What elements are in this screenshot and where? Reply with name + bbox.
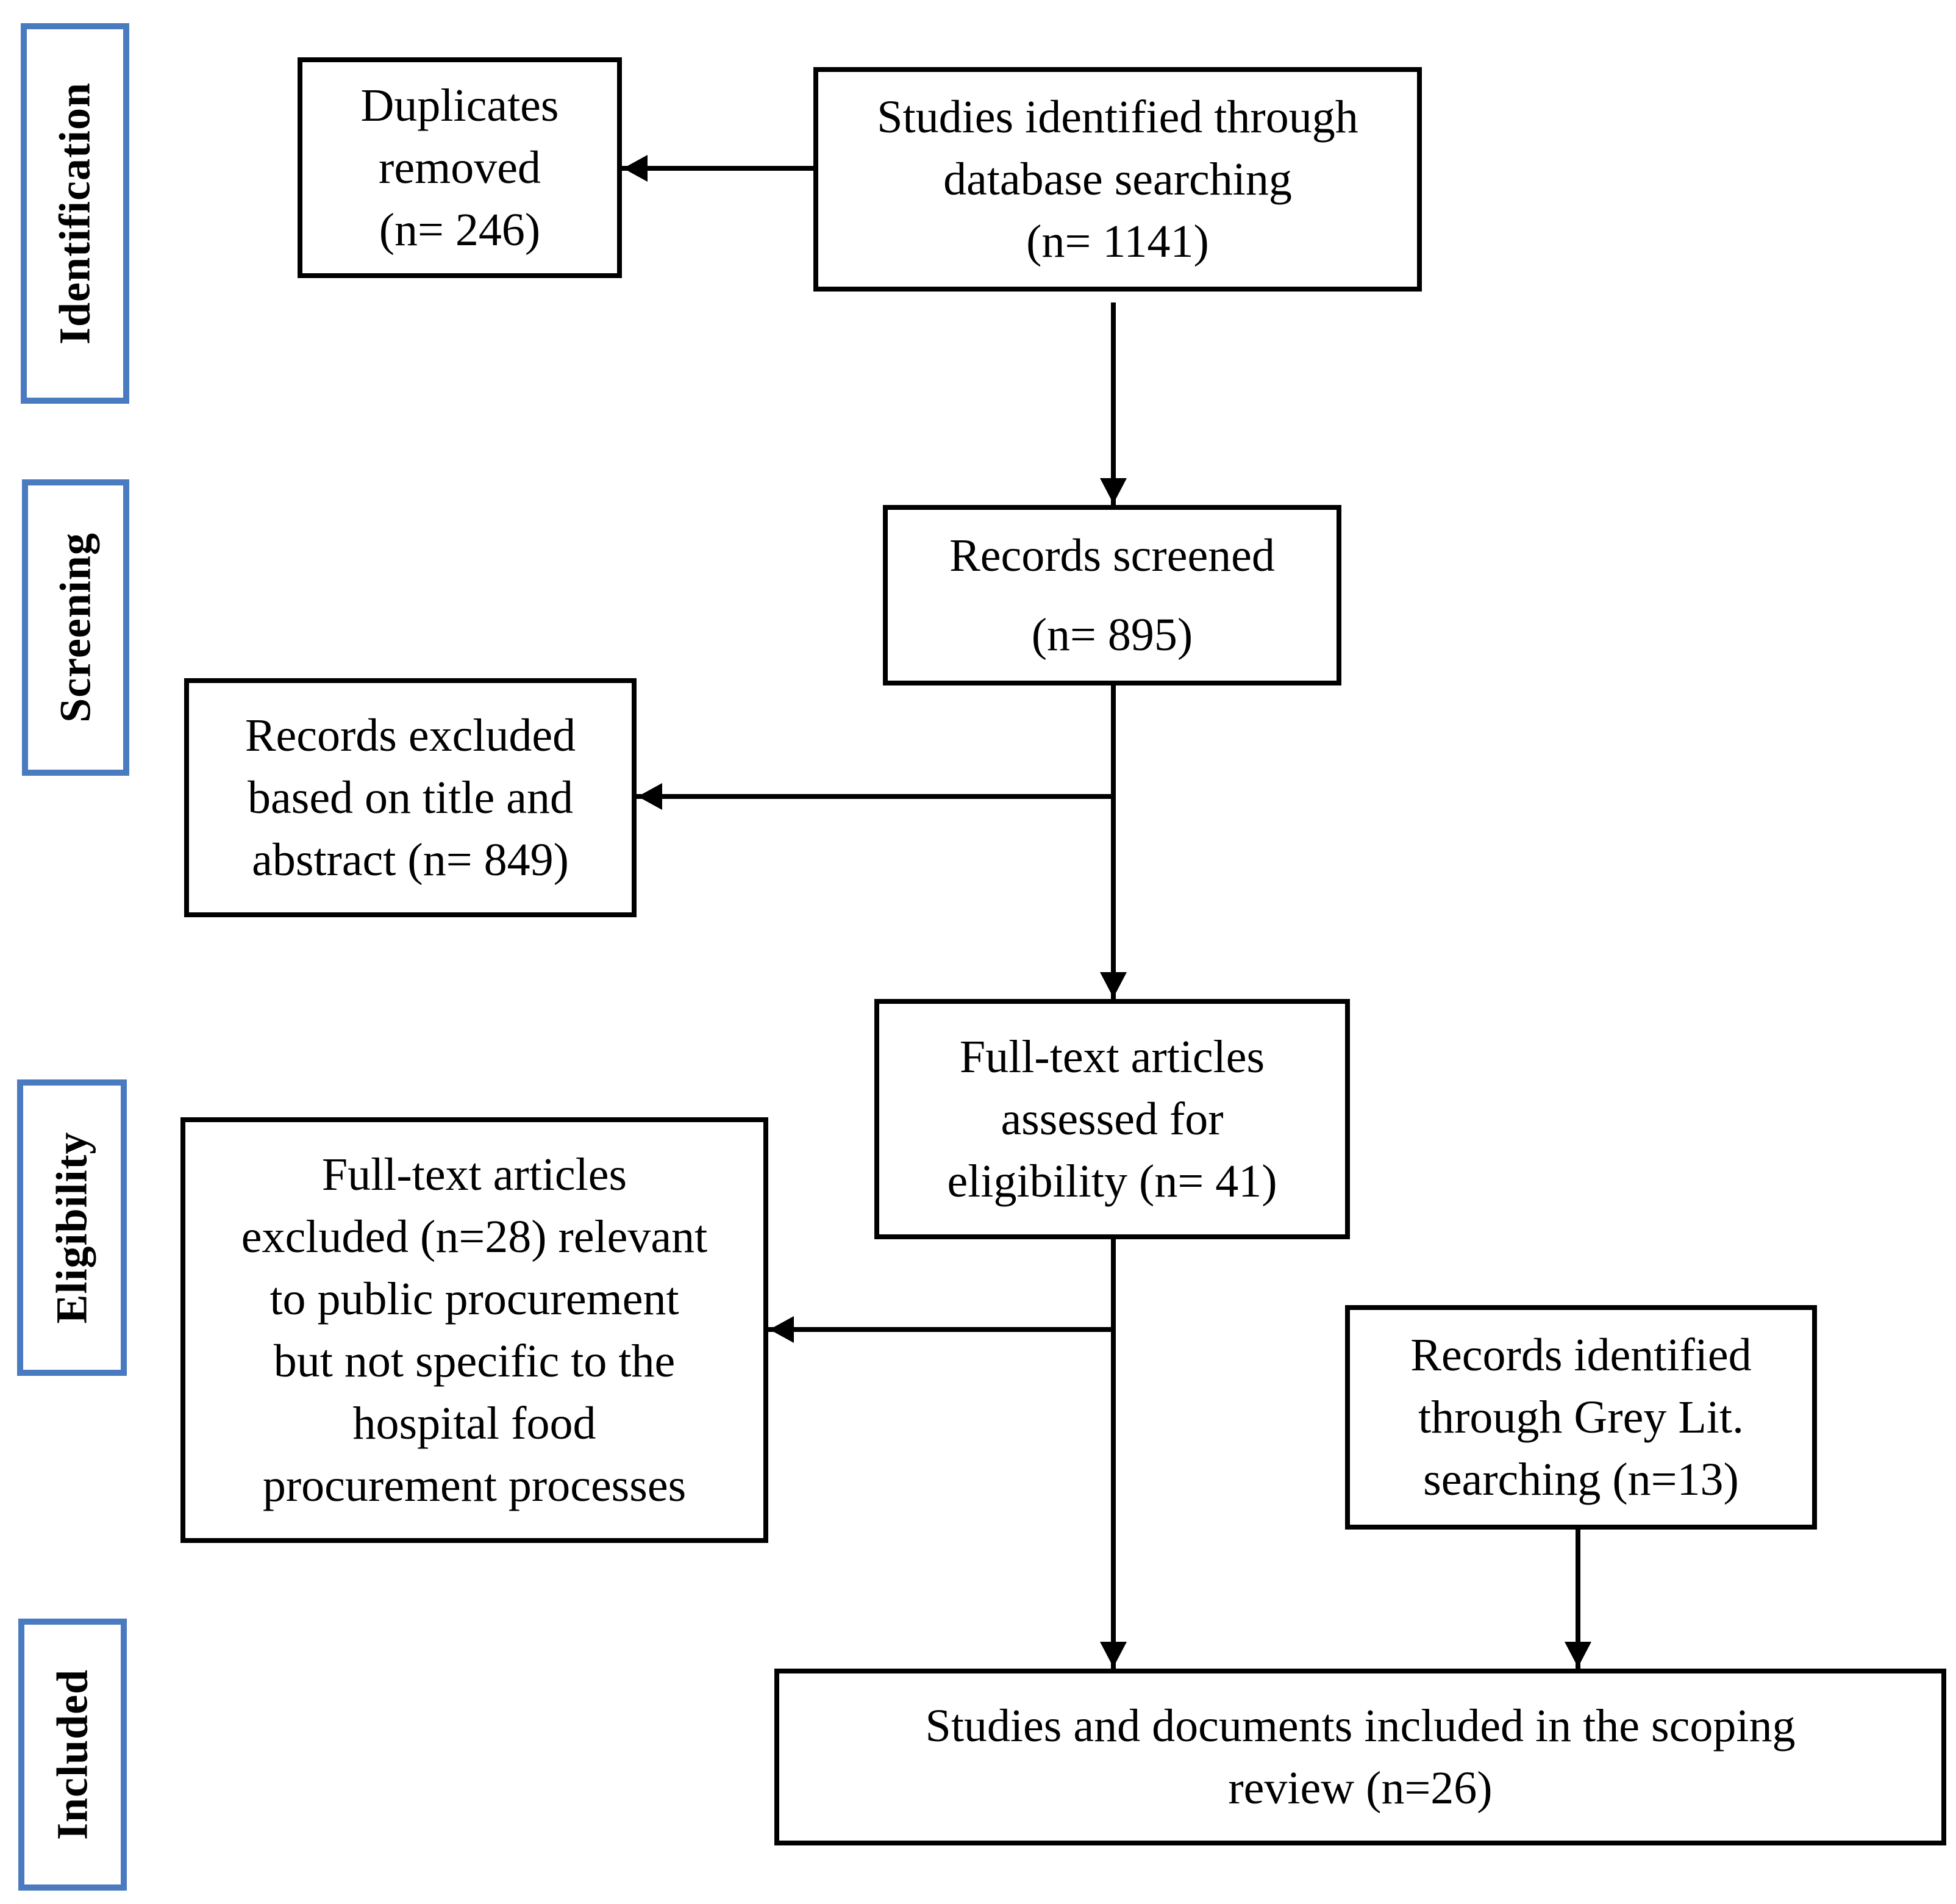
fulltext-excluded-line-5: hospital food [352,1398,596,1449]
included-line-2: review (n=26) [1228,1763,1493,1814]
fulltext-line-2: assessed for [1001,1093,1224,1145]
arrowhead-screened [1100,478,1127,504]
grey-lit-line-2: through Grey Lit. [1418,1392,1744,1443]
included-box: Studies and documents included in the sc… [774,1669,1946,1845]
stage-identification: Identification [21,23,129,404]
excluded-title-line-1: Records excluded [245,710,576,761]
duplicates-removed-box: Duplicates removed (n= 246) [298,57,622,278]
fulltext-excluded-box: Full-text articles excluded (n=28) relev… [180,1117,768,1543]
arrowhead-duplicates [623,155,648,182]
arrowhead-fulltext [1100,972,1127,998]
grey-lit-line-1: Records identified [1410,1330,1752,1381]
fulltext-line-1: Full-text articles [959,1031,1265,1083]
duplicates-line-3: (n= 246) [379,204,541,256]
fulltext-assessed-box: Full-text articles assessed for eligibil… [874,999,1350,1239]
fulltext-excluded-line-6: procurement processes [262,1460,687,1511]
fulltext-excluded-line-3: to public procurement [269,1273,679,1325]
screened-line-2: (n= 895) [1031,609,1193,660]
records-excluded-box: Records excluded based on title and abst… [184,678,637,917]
arrowhead-included-right [1565,1642,1591,1667]
fulltext-line-3: eligibility (n= 41) [947,1156,1277,1207]
fulltext-excluded-line-4: but not specific to the [273,1336,676,1387]
arrowhead-records-excluded [638,783,662,810]
excluded-title-line-2: based on title and [248,772,573,823]
database-search-line-2: database searching [943,154,1292,205]
stage-screening: Screening [22,479,129,776]
database-search-line-1: Studies identified through [877,91,1358,143]
duplicates-line-1: Duplicates [360,80,559,131]
arrowhead-fulltext-excluded [769,1316,794,1343]
arrowhead-included-left [1100,1642,1127,1667]
grey-lit-box: Records identified through Grey Lit. sea… [1345,1305,1817,1530]
database-search-line-3: (n= 1141) [1026,216,1209,267]
stage-included: Included [18,1619,127,1891]
grey-lit-line-3: searching (n=13) [1423,1454,1739,1505]
included-line-1: Studies and documents included in the sc… [925,1700,1796,1752]
screened-line-1: Records screened [949,530,1275,581]
stage-eligibility: Eligibility [17,1079,127,1376]
fulltext-excluded-line-1: Full-text articles [321,1149,627,1200]
database-search-box: Studies identified through database sear… [813,67,1422,292]
duplicates-line-2: removed [379,142,541,193]
fulltext-excluded-line-2: excluded (n=28) relevant [241,1211,708,1262]
records-screened-box: Records screened (n= 895) [883,505,1341,685]
excluded-title-line-3: abstract (n= 849) [252,834,569,886]
